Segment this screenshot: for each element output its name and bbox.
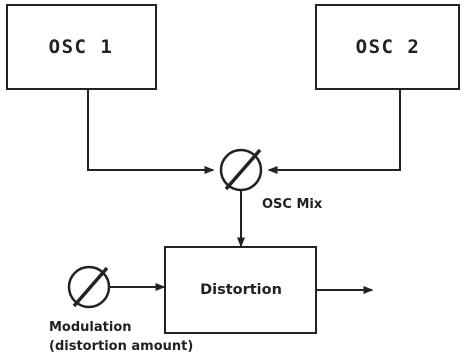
modulation-label: Modulation xyxy=(49,320,132,335)
distortion-box xyxy=(164,246,317,334)
distortion-block: Distortion xyxy=(164,246,317,334)
osc-mix-label: OSC Mix xyxy=(262,197,323,212)
osc1-label: OSC 1 xyxy=(49,36,114,58)
osc2-label: OSC 2 xyxy=(356,36,421,58)
distortion-label: Distortion xyxy=(200,282,282,298)
osc1-box xyxy=(6,4,157,90)
osc1-block: OSC 1 xyxy=(6,4,157,90)
osc2-to-mix-arrow xyxy=(267,89,401,174)
osc-mix-slash-icon xyxy=(224,148,262,191)
osc2-box xyxy=(315,4,460,90)
modulation-knob xyxy=(67,265,111,309)
modulation-slash-icon xyxy=(72,266,109,308)
modulation-sublabel: (distortion amount) xyxy=(49,339,193,354)
osc-mix-knob xyxy=(219,148,263,192)
osc2-block: OSC 2 xyxy=(315,4,460,90)
osc1-to-mix-arrow xyxy=(87,89,215,174)
